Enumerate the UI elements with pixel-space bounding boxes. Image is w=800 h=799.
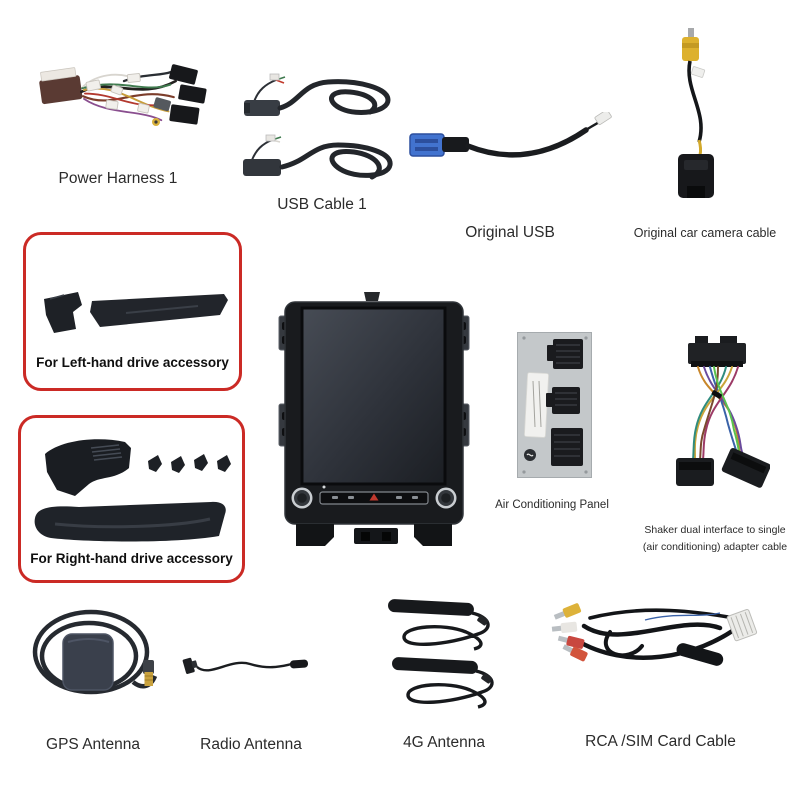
cellular-antenna-item: 4G Antenna: [386, 597, 498, 751]
radio-antenna-label: Radio Antenna: [200, 736, 302, 753]
top-connector: [688, 343, 746, 364]
white-plug: [594, 112, 612, 125]
rca-sim-cable-label: RCA /SIM Card Cable: [585, 733, 736, 750]
ac-panel-photo: [517, 332, 592, 478]
cable-tag: [690, 66, 706, 78]
original-usb-photo: [409, 112, 612, 158]
power-harness-label: Power Harness 1: [58, 170, 178, 187]
yellow-rca-plug: [682, 37, 699, 61]
shaker-adapter-label-line1: Shaker dual interface to single: [644, 524, 786, 536]
rca-sim-cable-photo: [551, 603, 758, 666]
left-foot: [296, 524, 334, 546]
small-trim-piece: [44, 292, 82, 333]
power-harness-item: Power Harness 1: [35, 58, 213, 187]
camera-cable-label: Original car camera cable: [633, 226, 777, 240]
screen: [300, 306, 447, 486]
ac-panel-item: Air Conditioning Panel: [495, 331, 609, 511]
right-hand-kit-box: For Right-hand drive accessory: [18, 415, 245, 583]
black-connectors: [169, 64, 207, 125]
left-hand-trim-photo: [44, 292, 228, 333]
power-harness-photo: [39, 64, 207, 126]
sticker-label: [524, 372, 549, 438]
bottom-right-connector: [721, 448, 770, 488]
antenna-stub: [364, 292, 380, 301]
gps-antenna-item: GPS Antenna: [25, 604, 165, 753]
antenna-unit-1: [388, 599, 490, 651]
mounting-clips: [148, 454, 231, 473]
original-usb-label: Original USB: [465, 224, 555, 241]
sim-connector: [726, 609, 758, 642]
usb-cable-item: USB Cable 1: [242, 72, 397, 213]
audio-plug: [182, 657, 198, 674]
volume-knob: [291, 487, 313, 509]
bottom-bracket: [354, 528, 398, 544]
colored-wires: [692, 366, 743, 461]
right-hand-trim-photo: [34, 439, 231, 542]
usb-cable-1: [244, 73, 391, 116]
panel-connectors: [546, 339, 583, 466]
gps-antenna-label: GPS Antenna: [46, 736, 140, 753]
ferrite-choke: [676, 643, 724, 666]
sma-gold-connector: [144, 672, 153, 686]
rca-plugs: [551, 603, 588, 662]
left-hand-kit-label: For Left-hand drive accessory: [36, 355, 229, 370]
usb-cable-photo: [243, 73, 393, 180]
rca-sim-cable-item: RCA /SIM Card Cable: [550, 598, 758, 750]
antenna-unit-2: [392, 657, 494, 709]
cellular-antenna-photo: [388, 599, 494, 709]
shaker-adapter-item: Shaker dual interface to single (air con…: [643, 334, 787, 553]
cellular-antenna-label: 4G Antenna: [403, 734, 485, 751]
shaker-adapter-label-line2: (air conditioning) adapter cable: [642, 541, 788, 553]
long-trim-piece: [34, 501, 226, 542]
white-connectors: [85, 73, 150, 114]
usb-cable-label: USB Cable 1: [277, 196, 367, 213]
left-hand-kit-box: For Left-hand drive accessory: [23, 232, 242, 391]
usb-cable-2: [243, 134, 393, 180]
right-hand-kit-label: For Right-hand drive accessory: [30, 551, 233, 566]
original-usb-item: Original USB: [408, 112, 618, 241]
dash-panel-piece: [45, 439, 131, 496]
gps-puck: [62, 633, 114, 691]
rca-metal-tip: [688, 28, 694, 39]
head-unit-photo: [278, 292, 470, 546]
cable-loops: [573, 608, 745, 660]
gps-antenna-photo: [32, 609, 158, 695]
blue-connector: [409, 133, 445, 157]
sma-elbow: [143, 660, 154, 674]
right-foot: [414, 524, 452, 546]
camera-cable-item: Original car camera cable: [634, 28, 776, 240]
antenna-end: [289, 659, 309, 669]
shaker-adapter-photo: [676, 336, 770, 488]
radio-antenna-item: Radio Antenna: [182, 650, 312, 753]
tune-knob: [435, 487, 457, 509]
relay-box: [39, 67, 83, 105]
camera-cable-photo: [678, 28, 714, 198]
head-unit-item: [278, 288, 470, 548]
ac-panel-label: Air Conditioning Panel: [495, 499, 609, 511]
hazard-button: [369, 493, 379, 501]
radio-antenna-photo: [182, 657, 309, 674]
